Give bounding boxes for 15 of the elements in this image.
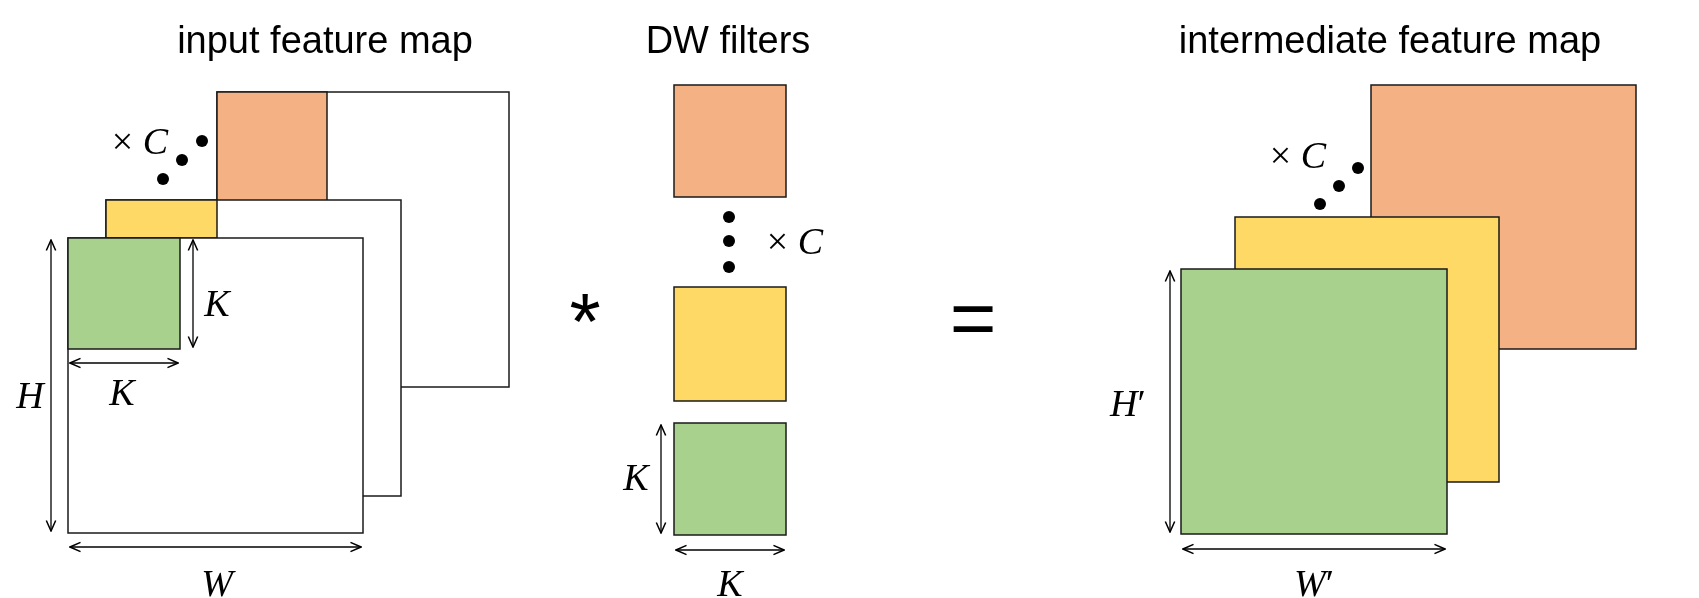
- dimension-label: K: [717, 564, 743, 598]
- convolution-operator: *: [569, 282, 601, 362]
- equals-sign: =: [949, 278, 997, 358]
- dimension-label: H: [16, 376, 44, 414]
- panel-title: input feature map: [177, 21, 473, 59]
- dimension-label: W′: [1294, 564, 1334, 598]
- panel-title: intermediate feature map: [1178, 21, 1602, 59]
- dimension-label: K: [109, 373, 135, 411]
- channel-count-label: × C: [111, 122, 169, 160]
- channel-count-label: × C: [766, 222, 824, 260]
- channel-count-label: × C: [1269, 136, 1327, 174]
- dimension-label: H′: [1110, 384, 1146, 422]
- panel-title: DW filters: [645, 21, 811, 59]
- dimension-label: K: [204, 284, 230, 322]
- dimension-label: K: [623, 458, 649, 496]
